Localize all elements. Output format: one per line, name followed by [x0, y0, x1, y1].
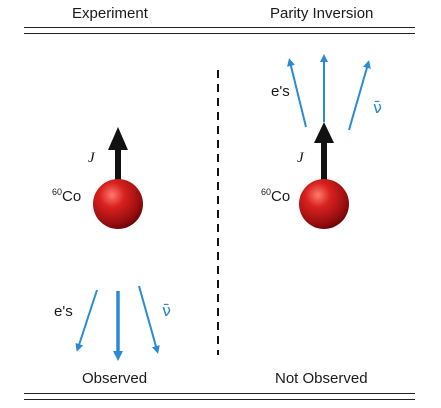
inversion-antineutrino-label: ν̄	[373, 98, 382, 117]
inversion-element-symbol: Co	[271, 188, 291, 205]
experiment-electron-arrow-left	[75, 289, 98, 352]
experiment-element-symbol: Co	[62, 188, 82, 205]
experiment-nucleus	[93, 179, 143, 229]
inversion-spin-label: J	[297, 150, 304, 166]
header-rule-top	[24, 27, 415, 28]
inversion-nucleus-label: 60Co	[261, 187, 290, 205]
experiment-isotope-number: 60	[52, 187, 63, 197]
experiment-spin-label: J	[88, 150, 95, 166]
footer-rule-bottom	[24, 399, 415, 400]
inversion-spin-arrow	[314, 122, 334, 184]
inversion-nucleus	[299, 179, 349, 229]
experiment-spin-arrow	[108, 127, 128, 185]
parity-inversion-title: Parity Inversion	[270, 5, 374, 22]
inversion-isotope-number: 60	[261, 187, 272, 197]
inversion-electron-label: e's	[271, 83, 290, 100]
inversion-electron-arrow-left	[287, 58, 307, 128]
experiment-electron-label: e's	[54, 303, 73, 320]
experiment-title: Experiment	[72, 5, 148, 22]
experiment-electron-arrow-right	[138, 285, 160, 354]
not-observed-caption: Not Observed	[275, 370, 368, 387]
experiment-antineutrino-label: ν̄	[162, 301, 171, 320]
observed-caption: Observed	[82, 370, 148, 387]
inversion-electron-arrow-right	[348, 60, 371, 131]
footer-rule-top	[24, 393, 415, 394]
experiment-nucleus-label: 60Co	[52, 187, 81, 205]
header-rule-bottom	[24, 33, 415, 34]
